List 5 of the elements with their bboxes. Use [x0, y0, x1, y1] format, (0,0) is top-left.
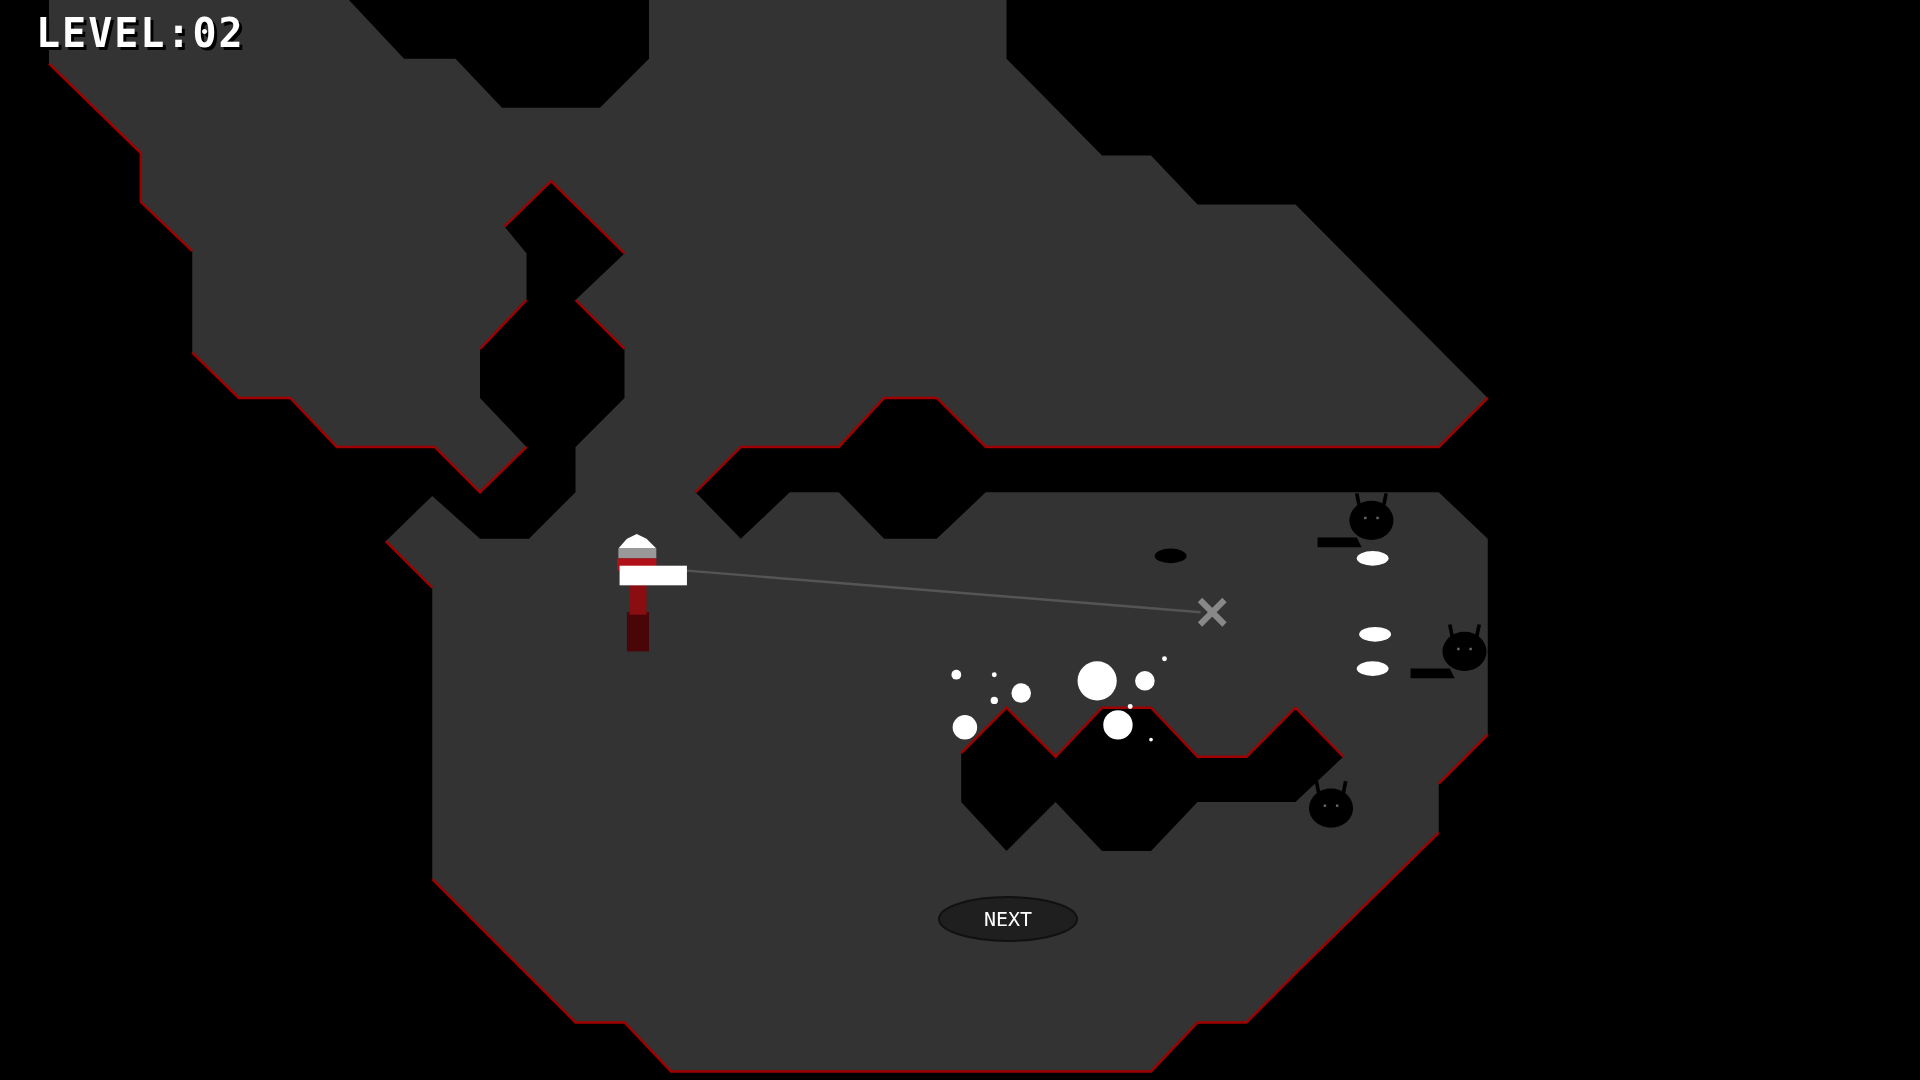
next-button: NEXT: [938, 896, 1078, 942]
crosshair-icon: [1196, 596, 1228, 628]
aim-line: [686, 569, 1201, 614]
level-indicator: LEVEL:02: [36, 10, 245, 56]
player-character-drawing: [617, 533, 687, 652]
